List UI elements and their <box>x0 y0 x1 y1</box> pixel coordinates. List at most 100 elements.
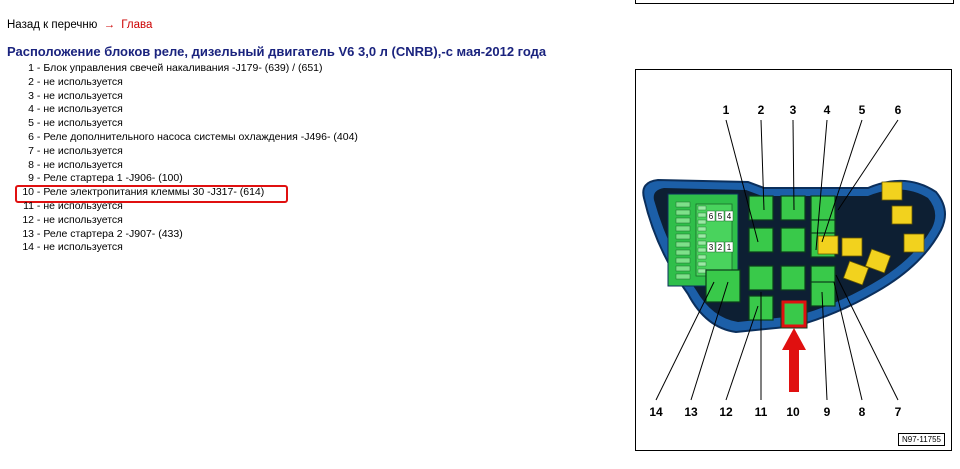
item-number: 10 <box>22 186 34 199</box>
item-number: 2 <box>28 75 34 88</box>
leader-line <box>815 119 828 251</box>
leader-line <box>833 281 863 401</box>
fuse <box>675 265 691 272</box>
relay <box>810 281 836 307</box>
item-text: Блок управления свечей накаливания -J179… <box>43 62 323 74</box>
yellow-relay <box>843 260 869 286</box>
list-item: 7 - не используется <box>18 145 358 159</box>
item-separator: - <box>34 241 44 254</box>
callout-label: 3 <box>790 103 797 117</box>
relay <box>780 265 806 291</box>
relay-10 <box>780 301 808 329</box>
fuse <box>697 226 707 232</box>
list-item: 4 - не используется <box>18 103 358 117</box>
relay-list: 1 - Блок управления свечей накаливания -… <box>15 62 358 255</box>
item-separator: - <box>34 227 44 240</box>
fuse-digit-box <box>715 210 725 222</box>
item-text: не используется <box>43 75 123 88</box>
fuse <box>675 217 691 224</box>
fuse-strip <box>675 201 707 280</box>
list-item: 10 - Реле электропитания клеммы 30 -J317… <box>15 185 358 204</box>
callout-label: 14 <box>649 405 663 419</box>
item-separator: - <box>34 172 44 185</box>
callout-label: 5 <box>859 103 866 117</box>
list-item: 11 - не используется <box>18 200 358 214</box>
relay <box>748 227 774 253</box>
item-number: 9 <box>28 172 34 185</box>
item-number: 1 <box>28 62 34 74</box>
item-text: не используется <box>43 158 123 171</box>
item-separator: - <box>34 158 44 171</box>
item-number: 11 <box>23 199 34 212</box>
fuse <box>697 233 707 239</box>
item-highlight-box <box>15 185 288 204</box>
item-number: 3 <box>28 89 34 102</box>
leader-lines <box>655 119 899 401</box>
yellow-relay <box>891 205 913 225</box>
leader-line <box>792 119 795 211</box>
fuse <box>675 233 691 240</box>
relay <box>748 265 774 291</box>
leader-line <box>835 274 899 401</box>
item-separator: - <box>34 144 44 157</box>
relay-10-highlight <box>781 300 807 328</box>
item-text: не используется <box>43 144 123 157</box>
fuse <box>675 249 691 256</box>
fuse <box>675 225 691 232</box>
page-title: Расположение блоков реле, дизельный двиг… <box>7 44 547 59</box>
yellow-relay <box>865 248 891 274</box>
red-arrow-icon <box>782 328 806 392</box>
item-separator: - <box>34 89 44 102</box>
relay <box>748 195 774 221</box>
callout-label: 1 <box>723 103 730 117</box>
callout-label: 2 <box>758 103 765 117</box>
callout-label: 9 <box>824 405 831 419</box>
chapter-link[interactable]: Глава <box>121 19 153 31</box>
item-number: 13 <box>22 227 34 240</box>
fuse <box>697 240 707 246</box>
fuse <box>675 209 691 216</box>
yellow-relay <box>881 181 903 201</box>
yellow-relay <box>817 235 839 255</box>
figure-code: N97-11755 <box>898 433 945 446</box>
callout-label: 11 <box>755 405 768 419</box>
fuse-digit-box <box>715 241 725 253</box>
list-item: 14 - не используется <box>18 241 358 255</box>
callout-label: 6 <box>895 103 902 117</box>
relay <box>780 195 806 221</box>
fuse <box>675 241 691 248</box>
fuse <box>697 254 707 260</box>
item-separator: - <box>34 62 44 74</box>
list-item: 8 - не используется <box>18 159 358 173</box>
item-number: 7 <box>28 144 34 157</box>
leader-line <box>821 291 828 401</box>
arrow-icon: → <box>103 19 116 31</box>
item-separator: - <box>34 213 44 226</box>
item-separator: - <box>34 75 44 88</box>
list-item: 2 - не используется <box>18 76 358 90</box>
item-text: Реле стартера 1 -J906- (100) <box>43 172 183 185</box>
fuse <box>697 219 707 225</box>
item-text: не используется <box>43 199 123 212</box>
callout-label: 13 <box>684 405 698 419</box>
fuse-digit-box <box>724 210 734 222</box>
fuse <box>675 201 691 208</box>
back-to-list-link[interactable]: Назад к перечню <box>7 19 98 31</box>
fuse-digit: 2 <box>718 243 723 252</box>
upper-figure-frame <box>635 0 954 4</box>
list-item: 3 - не используется <box>18 90 358 104</box>
leader-line <box>760 119 765 211</box>
leader-line <box>690 281 729 401</box>
item-text: не используется <box>43 117 123 130</box>
fuse-digit: 3 <box>709 243 714 252</box>
list-item: 1 - Блок управления свечей накаливания -… <box>18 62 358 76</box>
fuse <box>697 268 707 274</box>
list-item: 5 - не используется <box>18 117 358 131</box>
leader-line <box>725 119 759 243</box>
item-number: 12 <box>22 213 34 226</box>
item-text: не используется <box>43 103 123 116</box>
fuse-digit: 1 <box>727 243 732 252</box>
